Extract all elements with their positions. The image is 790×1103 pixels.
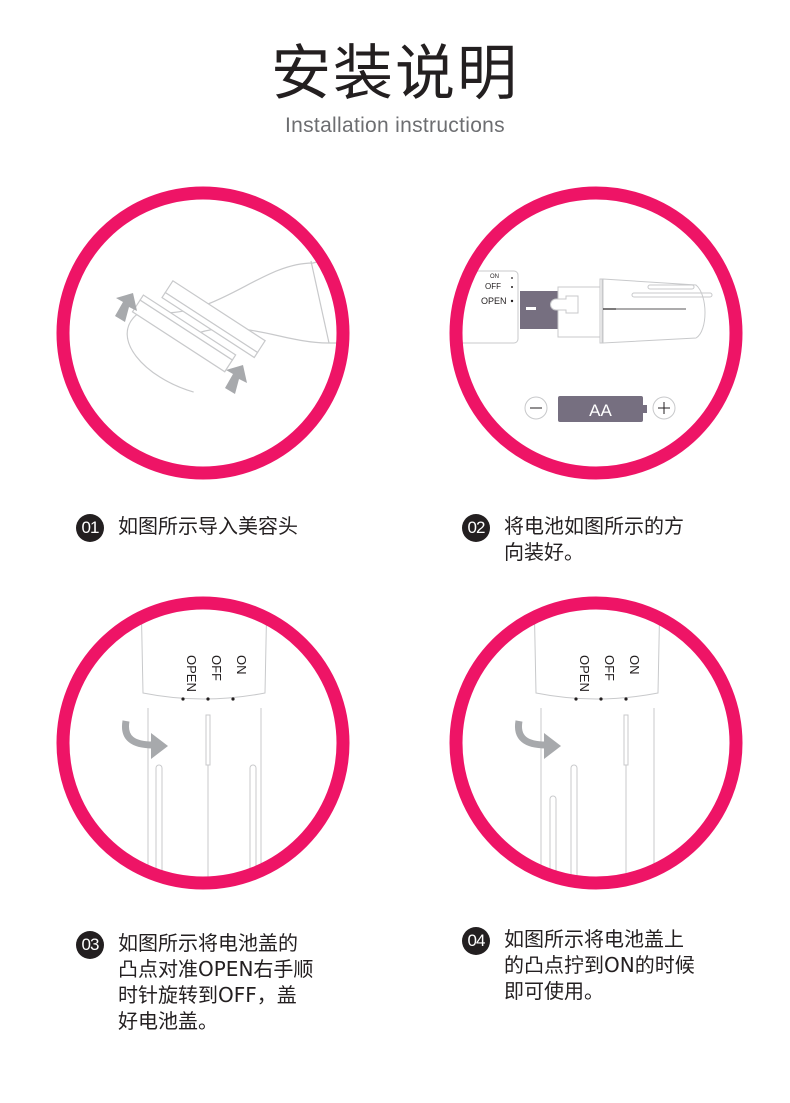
svg-text:OFF: OFF: [209, 655, 224, 681]
svg-text:AA: AA: [589, 401, 612, 420]
page-title: 安装说明: [271, 39, 519, 109]
illustration-insert-head: [53, 183, 353, 483]
step-number-badge: 03: [76, 931, 104, 959]
pink-ring: [449, 596, 743, 890]
rotate-arrow-icon: [121, 720, 168, 759]
svg-text:OFF: OFF: [602, 655, 617, 681]
svg-text:OPEN: OPEN: [481, 296, 507, 306]
step-number-badge: 02: [462, 514, 490, 542]
step-text: 如图所示导入美容头: [118, 514, 298, 538]
battery-icon: AA: [524, 396, 676, 422]
svg-text:ON: ON: [490, 274, 499, 280]
step-text: 将电池如图所示的方 向装好。: [504, 514, 684, 564]
step-4: 04 如图所示将电池盖上 的凸点拧到ON的时候 即可使用。: [462, 926, 695, 1004]
up-arrow-icon: [225, 365, 247, 394]
step-text: 如图所示将电池盖的 凸点对准OPEN右手顺 时针旋转到OFF，盖 好电池盖。: [118, 931, 314, 1033]
pink-ring: [56, 596, 350, 890]
svg-text:OPEN: OPEN: [577, 655, 592, 692]
step-1: 01 如图所示导入美容头: [76, 513, 298, 542]
step-2: 02 将电池如图所示的方 向装好。: [462, 513, 684, 565]
svg-text:ON: ON: [234, 655, 249, 675]
pink-ring: [449, 186, 743, 480]
illustration-rotate-to-off: OPEN OFF ON: [53, 593, 353, 893]
step-3: 03 如图所示将电池盖的 凸点对准OPEN右手顺 时针旋转到OFF，盖 好电池盖…: [76, 930, 313, 1034]
svg-text:ON: ON: [627, 655, 642, 675]
illustration-battery-orientation: ON OFF OPEN AA: [446, 183, 746, 483]
svg-text:OPEN: OPEN: [184, 655, 199, 692]
page-subtitle: Installation instructions: [285, 114, 505, 137]
up-arrow-icon: [115, 293, 137, 322]
svg-text:OFF: OFF: [485, 282, 501, 291]
rotate-arrow-icon: [514, 720, 561, 759]
illustration-rotate-to-on: OPEN OFF ON: [446, 593, 746, 893]
step-text: 如图所示将电池盖上 的凸点拧到ON的时候 即可使用。: [504, 927, 695, 1003]
pink-ring: [56, 186, 350, 480]
step-number-badge: 04: [462, 927, 490, 955]
step-number-badge: 01: [76, 514, 104, 542]
